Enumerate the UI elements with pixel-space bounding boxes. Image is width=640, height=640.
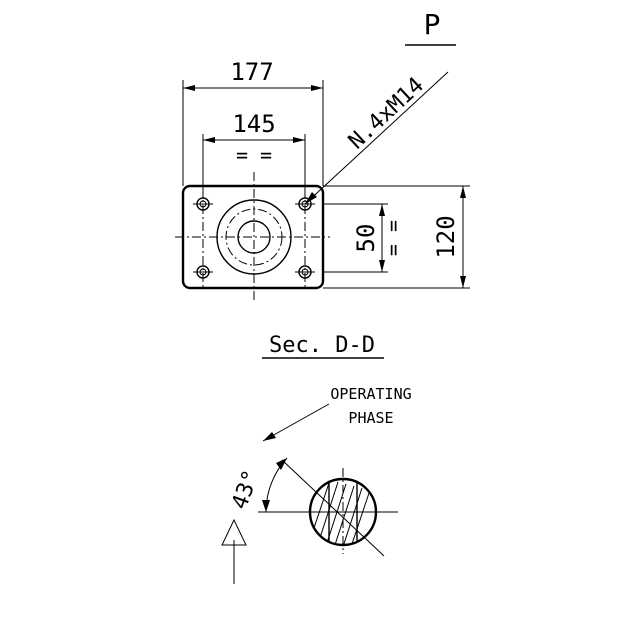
arrowhead — [460, 276, 466, 288]
operating-phase-leader — [262, 403, 330, 442]
angle-label: 43° — [227, 467, 264, 513]
equal-mark-vertical: = = — [381, 220, 405, 256]
operating-phase-line2: PHASE — [348, 409, 393, 427]
arrowhead — [311, 85, 323, 91]
shaft-hatching — [311, 480, 371, 544]
angle-ray-line — [281, 459, 385, 557]
dim-177: 177 — [230, 58, 273, 86]
operating-phase-line1: OPERATING — [330, 385, 411, 403]
flange-bore-circle — [237, 220, 271, 254]
flange-spigot-circle — [216, 199, 292, 275]
arrowhead — [262, 500, 270, 512]
bolt-hole — [295, 265, 315, 279]
bolt-callout: N.4xM14 — [344, 73, 429, 155]
arrowhead — [183, 85, 195, 91]
dim-50: 50 — [352, 224, 380, 253]
flange-inner-dashed-circle — [225, 208, 283, 266]
arrowhead — [379, 204, 385, 216]
arrowhead — [276, 458, 287, 470]
shaft-section-circle — [308, 477, 378, 547]
arrowhead — [460, 186, 466, 198]
equal-mark-horizontal: = = — [236, 143, 272, 167]
section-label: Sec. D-D — [269, 333, 375, 358]
bolt-hole — [193, 265, 213, 279]
arrowhead — [379, 260, 385, 272]
bolt-leader-line — [304, 71, 449, 205]
angle-arc — [265, 457, 288, 513]
arrowhead — [263, 432, 276, 441]
arrowhead — [305, 192, 317, 204]
direction-arrow-head — [221, 518, 247, 546]
arrowhead — [203, 137, 215, 143]
view-letter: P — [424, 8, 441, 41]
dim-145: 145 — [232, 110, 275, 138]
dim-120: 120 — [432, 215, 460, 258]
arrowhead — [293, 137, 305, 143]
